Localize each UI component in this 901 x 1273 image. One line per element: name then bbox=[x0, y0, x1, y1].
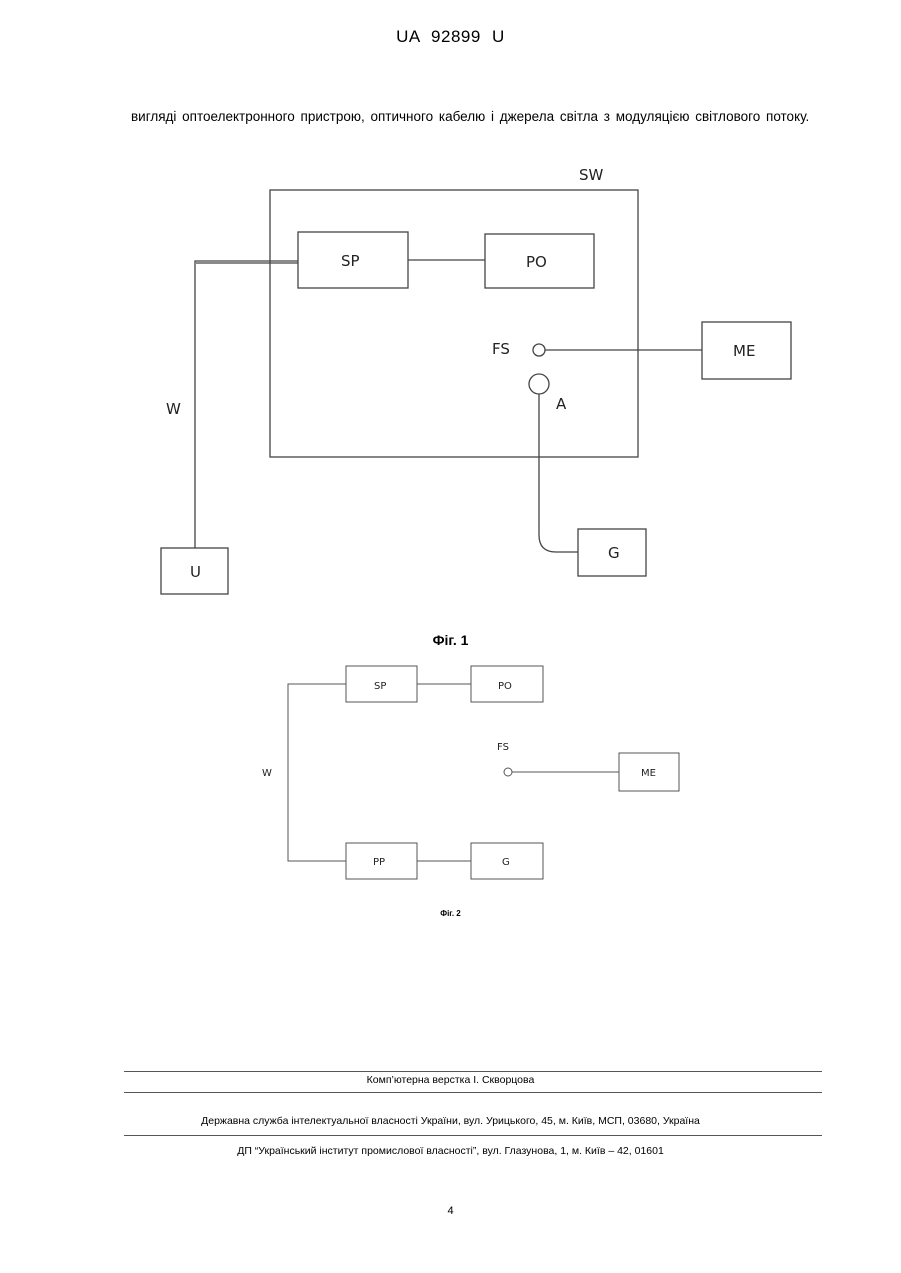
fig2-label-pp: PP bbox=[373, 857, 385, 868]
footer-agency: Державна служба інтелектуальної власност… bbox=[0, 1115, 901, 1127]
footer-typesetting: Комп’ютерна верстка І. Скворцова bbox=[0, 1074, 901, 1086]
page-number: 4 bbox=[0, 1205, 901, 1217]
footer-institute: ДП “Український інститут промислової вла… bbox=[0, 1145, 901, 1157]
footer-rule-1 bbox=[124, 1071, 822, 1072]
footer-rule-3 bbox=[124, 1135, 822, 1136]
fig2-cable-w bbox=[288, 684, 346, 861]
fig2-label-po: PO bbox=[498, 681, 512, 692]
fig2-label-me: ME bbox=[641, 768, 656, 779]
fig2-fs-connector bbox=[504, 768, 512, 776]
fig2-label-fs: FS bbox=[497, 742, 509, 753]
fig2-label-sp: SP bbox=[374, 681, 386, 692]
footer-rule-2 bbox=[124, 1092, 822, 1093]
fig2-label-w: W bbox=[262, 768, 272, 779]
fig2-label-g: G bbox=[502, 857, 510, 868]
figure-2-caption: Фіг. 2 bbox=[0, 909, 901, 918]
